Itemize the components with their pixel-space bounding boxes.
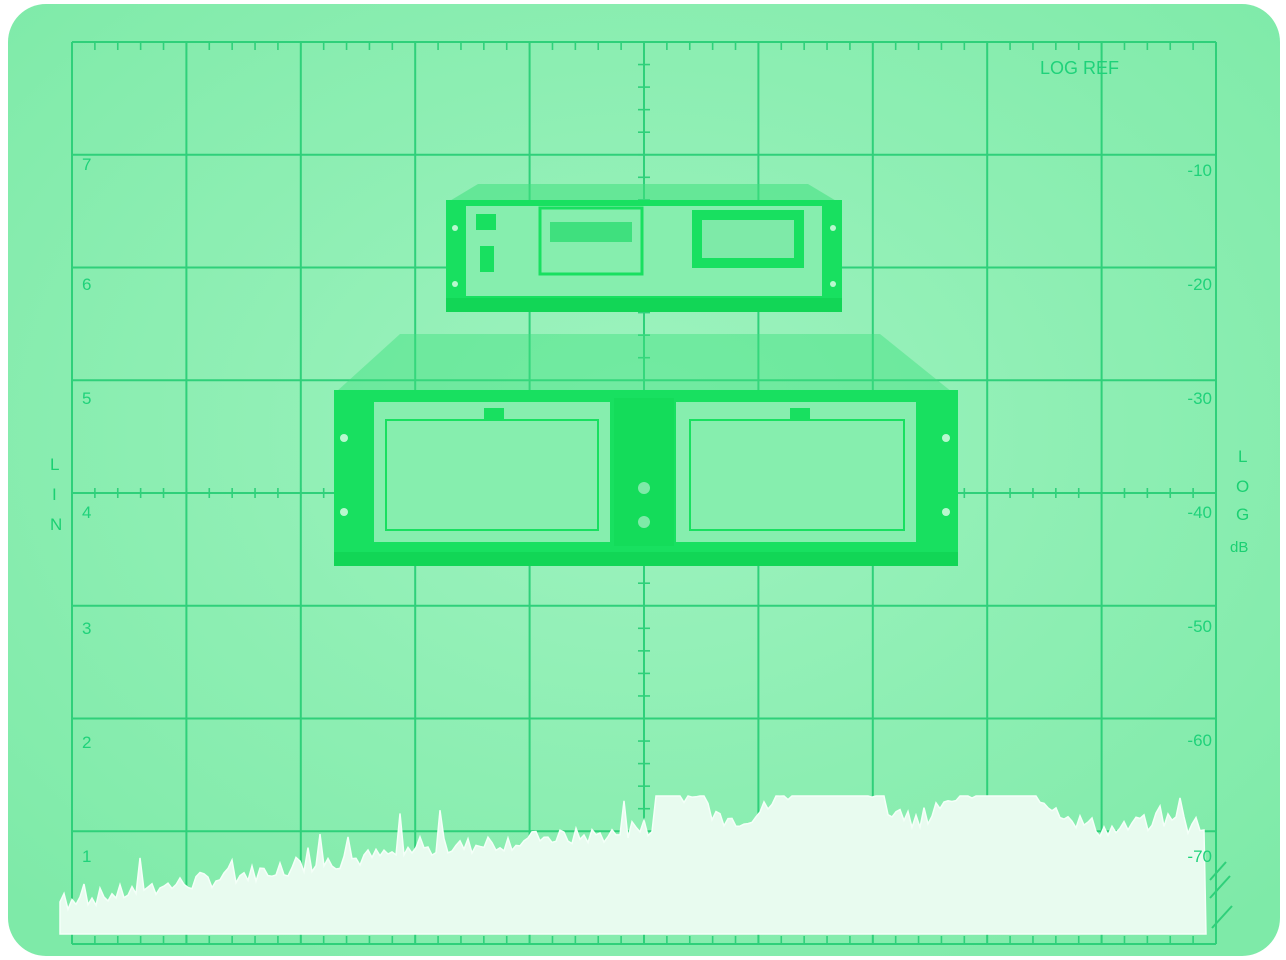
right-axis-letter: G xyxy=(1236,505,1249,524)
left-axis-letter: N xyxy=(50,515,62,534)
right-scale-label: -60 xyxy=(1187,731,1212,750)
right-scale-label: -10 xyxy=(1187,161,1212,180)
left-scale-label: 3 xyxy=(82,619,91,638)
right-axis-unit: dB xyxy=(1230,539,1248,556)
right-scale: -10 -20 -30 -40 -50 -60 -70 xyxy=(1187,161,1212,866)
corner-marks xyxy=(1209,861,1233,929)
left-scale-label: 2 xyxy=(82,733,91,752)
left-scale-label: 6 xyxy=(82,275,91,294)
left-scale-label: 7 xyxy=(82,155,91,174)
right-scale-label: -50 xyxy=(1187,617,1212,636)
left-scale-label: 1 xyxy=(82,847,91,866)
left-scale: 7 6 5 4 3 2 1 xyxy=(82,155,91,866)
left-axis-letter: I xyxy=(52,485,57,504)
small-rack-unit-image xyxy=(446,184,842,312)
right-axis-letter: O xyxy=(1236,477,1249,496)
left-axis-letter: L xyxy=(50,455,59,474)
spectrum-trace xyxy=(59,795,1207,935)
right-scale-label: -20 xyxy=(1187,275,1212,294)
log-ref-label: LOG REF xyxy=(1040,58,1119,78)
right-scale-label: -30 xyxy=(1187,389,1212,408)
right-axis-letter: L xyxy=(1238,447,1247,466)
left-scale-label: 5 xyxy=(82,389,91,408)
left-scale-label: 4 xyxy=(82,503,91,522)
large-rack-unit-image xyxy=(334,334,958,566)
right-axis-title: L O G dB xyxy=(1230,447,1249,556)
right-scale-label: -40 xyxy=(1187,503,1212,522)
right-scale-label: -70 xyxy=(1187,847,1212,866)
left-axis-title: L I N xyxy=(50,455,62,534)
